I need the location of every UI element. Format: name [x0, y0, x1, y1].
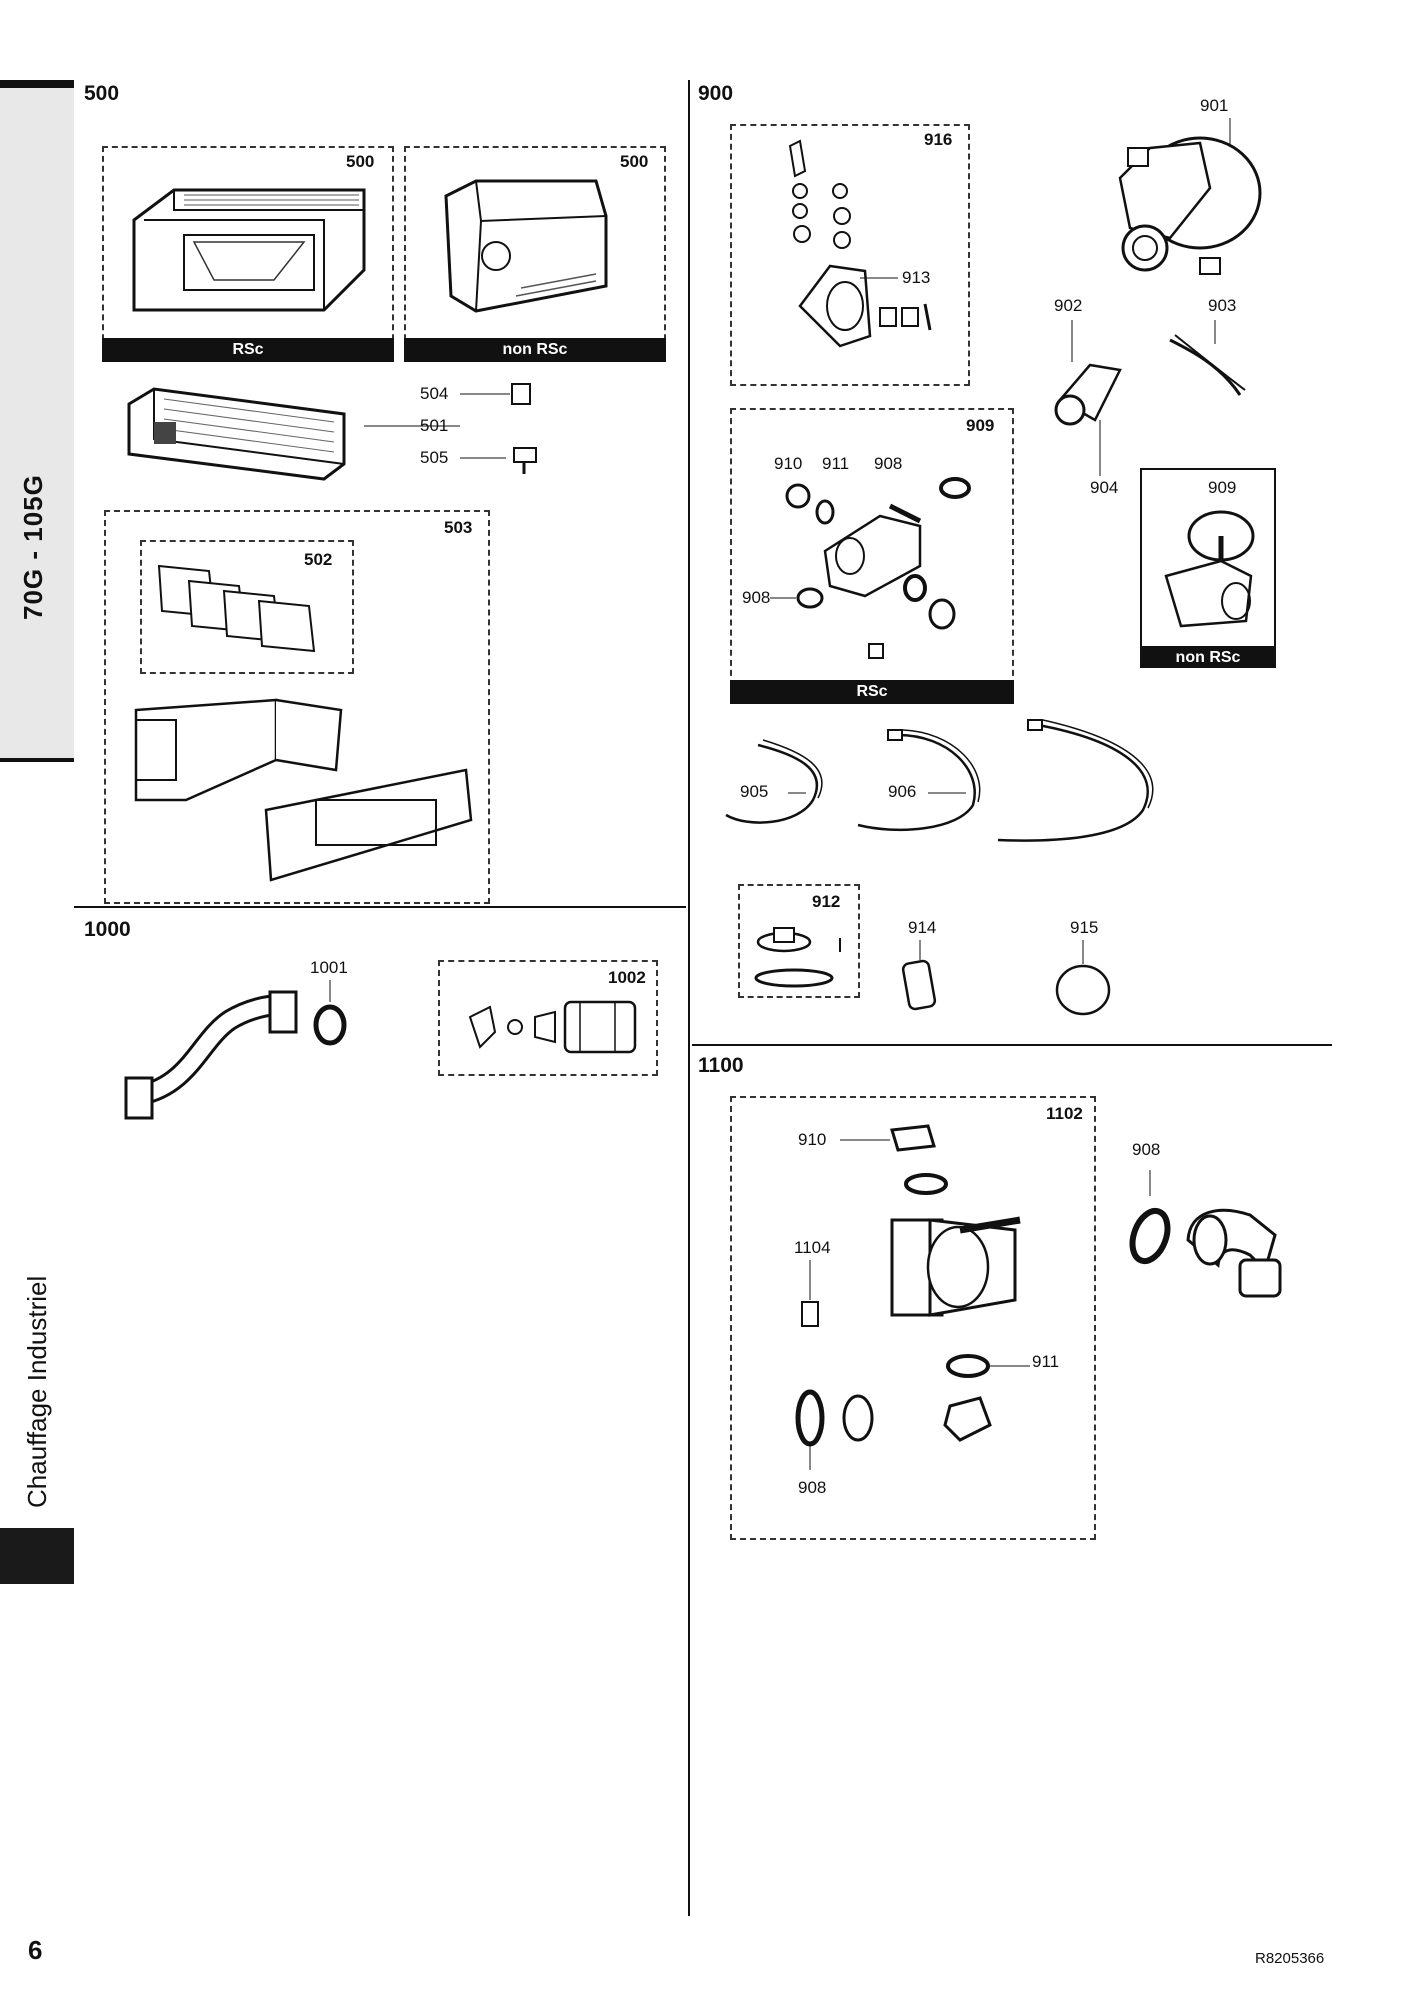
valve-909-rsc-drawing [770, 477, 971, 659]
callout-908-1100-bottom: 908 [798, 1478, 827, 1497]
page-number: 6 [28, 1935, 43, 1965]
column-divider [688, 80, 690, 1916]
bar-909-nonrsc: non RSc [1140, 646, 1276, 668]
callout-911-1100: 911 [1032, 1352, 1060, 1371]
box-1002 [438, 960, 658, 1076]
pipe-1000-drawing [124, 980, 347, 1120]
heat-exchanger-rsc-drawing [132, 188, 366, 312]
box-502-label: 502 [304, 550, 333, 569]
sidebar-band [0, 80, 74, 760]
flange-912-drawing [754, 927, 841, 988]
box-502 [140, 540, 354, 674]
pump-901-drawing [1118, 118, 1262, 275]
valve-1002-drawing [468, 1000, 637, 1054]
callout-901: 901 [1200, 96, 1229, 115]
box-916-label: 916 [924, 130, 953, 149]
callout-910: 910 [774, 454, 803, 473]
sidebar-rule [0, 758, 74, 762]
parts-914-915-drawing [901, 940, 1111, 1016]
box-500-rsc-label: 500 [346, 152, 375, 171]
burner-501-drawing [127, 387, 346, 481]
callout-leaders-500 [364, 383, 537, 474]
bar-non-rsc: non RSc [404, 338, 666, 362]
box-1102-label: 1102 [1046, 1104, 1083, 1123]
callout-915: 915 [1070, 918, 1099, 937]
callout-908-a: 908 [874, 454, 903, 473]
callout-902: 902 [1054, 296, 1083, 315]
box-503-label: 503 [444, 518, 473, 537]
section-1000-label: 1000 [84, 918, 131, 941]
combustion-chamber-503-drawing [134, 698, 473, 882]
bar-rsc: RSc [102, 338, 394, 362]
callout-905: 905 [740, 782, 769, 801]
insulation-panels-502-drawing [157, 564, 316, 653]
callout-913: 913 [902, 268, 931, 287]
section-1100-label: 1100 [698, 1054, 744, 1077]
rule-1100 [692, 1044, 1332, 1046]
sidebar-block [0, 1528, 74, 1584]
callout-914: 914 [908, 918, 937, 937]
document-reference: R8205366 [1255, 1950, 1325, 1967]
fittings-902-903-drawing [1054, 320, 1246, 476]
box-912 [738, 884, 860, 998]
cables-905-906-drawing [725, 719, 1154, 842]
section-900-label: 900 [698, 82, 734, 105]
valve-1102-drawing [795, 1124, 1030, 1470]
callout-1001: 1001 [310, 958, 348, 977]
sidebar-model: 70G - 105G [18, 474, 48, 620]
callout-908-b: 908 [742, 588, 771, 607]
box-1002-label: 1002 [608, 968, 646, 987]
bar-909-rsc: RSc [730, 680, 1014, 704]
callout-903: 903 [1208, 296, 1237, 315]
valve-909-nonrsc-drawing [1164, 510, 1255, 628]
callout-904: 904 [1090, 478, 1119, 497]
callout-911: 911 [822, 454, 850, 473]
section-500-label: 500 [84, 82, 120, 105]
box-503 [104, 510, 490, 904]
box-916 [730, 124, 970, 386]
box-912-label: 912 [812, 892, 841, 911]
callout-504: 504 [420, 384, 449, 403]
callout-1104: 1104 [794, 1238, 831, 1257]
box-1102 [730, 1096, 1096, 1540]
heat-exchanger-nonrsc-drawing [444, 179, 608, 313]
sidebar-top-bar [0, 80, 74, 88]
box-909-nonrsc-label: 909 [1208, 478, 1237, 497]
box-500-nonrsc-label: 500 [620, 152, 649, 171]
box-909-rsc-label: 909 [966, 416, 995, 435]
callout-910-1100: 910 [798, 1130, 827, 1149]
elbow-908-drawing [1129, 1170, 1282, 1298]
rule-1000 [74, 906, 686, 908]
sensor-916-drawing [788, 139, 932, 348]
callout-908-1100-top: 908 [1132, 1140, 1161, 1159]
sidebar-title: Chauffage Industriel [22, 1275, 52, 1508]
callout-505: 505 [420, 448, 449, 467]
callout-906: 906 [888, 782, 917, 801]
